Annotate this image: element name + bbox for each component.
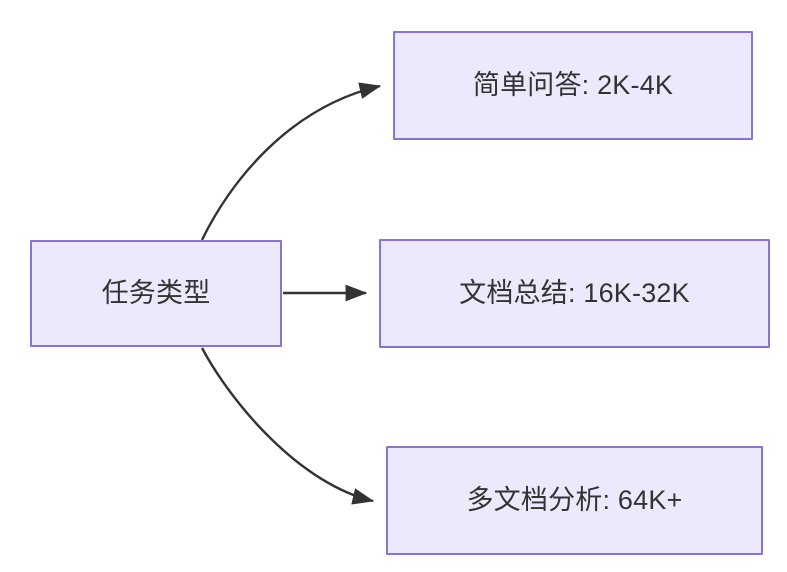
edge-root-to-simple-qa bbox=[200, 82, 382, 241]
edge-root-to-multi-doc bbox=[200, 347, 375, 505]
node-simple-qa[interactable]: 简单问答: 2K-4K bbox=[393, 31, 753, 140]
node-document-summary[interactable]: 文档总结: 16K-32K bbox=[379, 239, 770, 348]
node-task-type[interactable]: 任务类型 bbox=[30, 240, 282, 347]
node-multi-document-analysis-label: 多文档分析: 64K+ bbox=[466, 485, 683, 516]
node-simple-qa-label: 简单问答: 2K-4K bbox=[472, 70, 674, 101]
node-task-type-label: 任务类型 bbox=[101, 278, 211, 309]
node-document-summary-label: 文档总结: 16K-32K bbox=[459, 278, 690, 309]
node-multi-document-analysis[interactable]: 多文档分析: 64K+ bbox=[386, 446, 763, 555]
